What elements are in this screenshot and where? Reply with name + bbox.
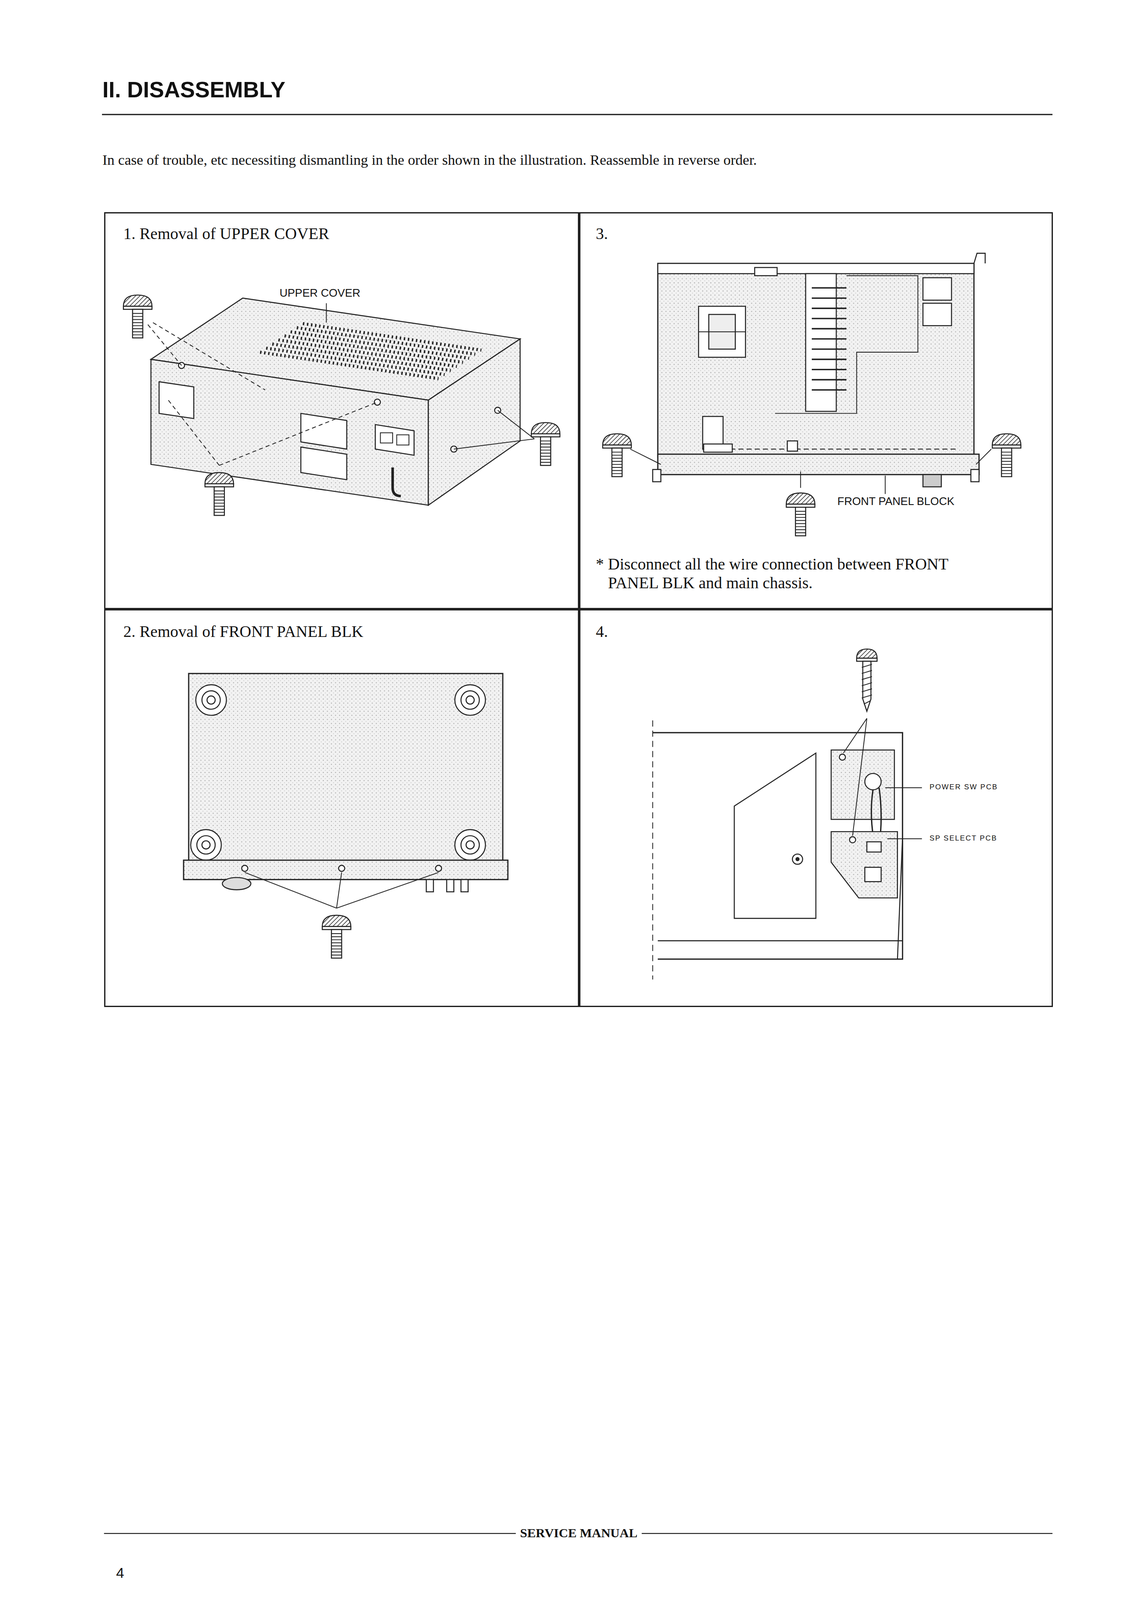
part-name: POWER SW PCB [929, 782, 998, 792]
part-name: FRONT PANEL BLOCK [837, 495, 955, 508]
step-panel: 2. Removal of FRONT PANEL BLK [104, 609, 580, 1007]
step-panel: 1. Removal of UPPER COVER [104, 212, 580, 610]
step-panel: 4. [579, 609, 1053, 1007]
step-heading: 3. [595, 224, 609, 244]
step-heading: 1. Removal of UPPER COVER [123, 224, 330, 244]
step-note: * Disconnect all the wire connection bet… [595, 554, 963, 592]
step-heading: 2. Removal of FRONT PANEL BLK [123, 622, 364, 642]
page-number: 4 [116, 1564, 125, 1581]
part-name: UPPER COVER [279, 286, 361, 300]
step-panel: 3. * Disconnect all the wire connection b… [579, 212, 1053, 610]
step-heading: 4. [595, 622, 609, 642]
page-title: II. DISASSEMBLY [102, 76, 286, 103]
intro-note: In case of trouble, etc necessiting dism… [102, 151, 757, 169]
part-name: SP SELECT PCB [929, 833, 998, 843]
footer-text: SERVICE MANUAL [515, 1525, 642, 1541]
